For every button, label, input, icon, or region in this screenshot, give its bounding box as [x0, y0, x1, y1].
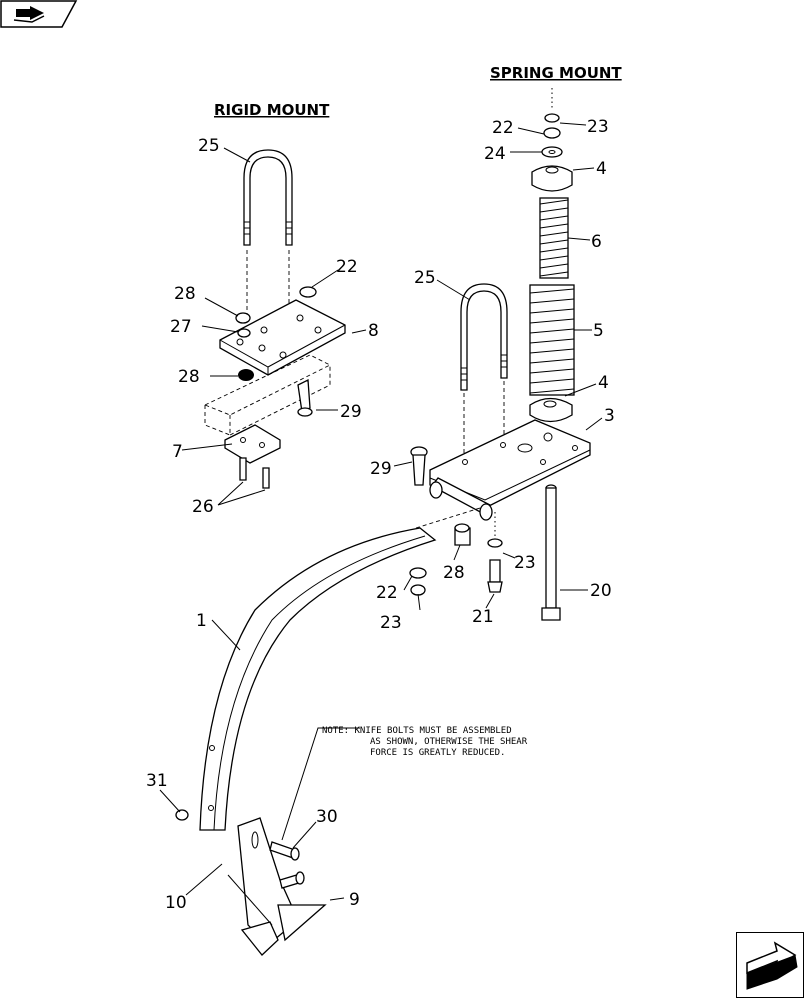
callout-labels: 25 28 22 27 8 28 29 7 26 22 23 24 4 6 25…	[146, 117, 615, 913]
callout-31: 31	[146, 771, 168, 791]
callout-28: 28	[443, 563, 465, 583]
callout-1: 1	[196, 611, 207, 631]
callout-6: 6	[591, 232, 602, 252]
rigid-clamp-plate	[224, 424, 281, 464]
callout-25: 25	[198, 136, 220, 156]
callout-22: 22	[336, 257, 358, 277]
leader-lines	[159, 122, 603, 901]
note-line-3: FORCE IS GREATLY REDUCED.	[370, 748, 505, 758]
callout-4: 4	[598, 373, 609, 393]
rigid-mount-plate	[219, 299, 346, 376]
rigid-bolt-29	[297, 378, 313, 417]
callout-22: 22	[492, 118, 514, 138]
callout-4: 4	[596, 159, 607, 179]
callout-23: 23	[380, 613, 402, 633]
callout-9: 9	[349, 890, 360, 910]
book-arrow-icon[interactable]	[0, 0, 78, 28]
callout-28: 28	[174, 284, 196, 304]
long-bolt-20	[541, 484, 561, 621]
callout-24: 24	[484, 144, 506, 164]
rigid-nut-top	[235, 286, 317, 338]
callout-5: 5	[593, 321, 604, 341]
rigid-mount-title: RIGID MOUNT	[214, 101, 330, 119]
rigid-lock-nut	[238, 369, 254, 381]
callout-26: 26	[192, 497, 214, 517]
note-line-1: NOTE: KNIFE BOLTS MUST BE ASSEMBLED	[322, 726, 512, 736]
callout-8: 8	[368, 321, 379, 341]
callout-23: 23	[514, 553, 536, 573]
callout-23: 23	[587, 117, 609, 137]
callout-20: 20	[590, 581, 612, 601]
callout-7: 7	[172, 442, 183, 462]
shank-1	[199, 527, 437, 831]
spring-mount-title: SPRING MOUNT	[490, 64, 622, 82]
inner-spring-6	[539, 197, 569, 279]
next-page-arrow-icon[interactable]	[736, 932, 804, 998]
spring-mount-bracket	[429, 419, 591, 521]
callout-30: 30	[316, 807, 338, 827]
knife-point-9	[227, 817, 327, 956]
rigid-u-bolt	[243, 149, 293, 246]
callout-29: 29	[370, 459, 392, 479]
spring-top-nuts	[541, 113, 563, 158]
callout-25: 25	[414, 268, 436, 288]
outer-spring-5	[529, 284, 575, 396]
nut-31	[175, 809, 189, 821]
callout-21: 21	[472, 607, 494, 627]
spring-cap-bottom	[529, 397, 573, 423]
bolt-21	[487, 559, 503, 593]
spring-nuts-lower	[454, 512, 503, 548]
callout-3: 3	[604, 406, 615, 426]
shank-nuts-22-23	[409, 567, 427, 596]
spring-cap-top	[531, 165, 573, 192]
callout-22: 22	[376, 583, 398, 603]
callout-27: 27	[170, 317, 192, 337]
knife-bolts-30	[269, 841, 305, 889]
spring-bolt-29	[410, 446, 428, 486]
rigid-bolts-26	[239, 457, 270, 489]
callout-28: 28	[178, 367, 200, 387]
note-line-2: AS SHOWN, OTHERWISE THE SHEAR	[370, 737, 528, 747]
spring-u-bolt	[460, 283, 508, 391]
assembly-note: NOTE: KNIFE BOLTS MUST BE ASSEMBLED AS S…	[322, 726, 528, 758]
callout-29: 29	[340, 402, 362, 422]
rigid-bar-dashed	[203, 354, 332, 436]
callout-10: 10	[165, 893, 187, 913]
